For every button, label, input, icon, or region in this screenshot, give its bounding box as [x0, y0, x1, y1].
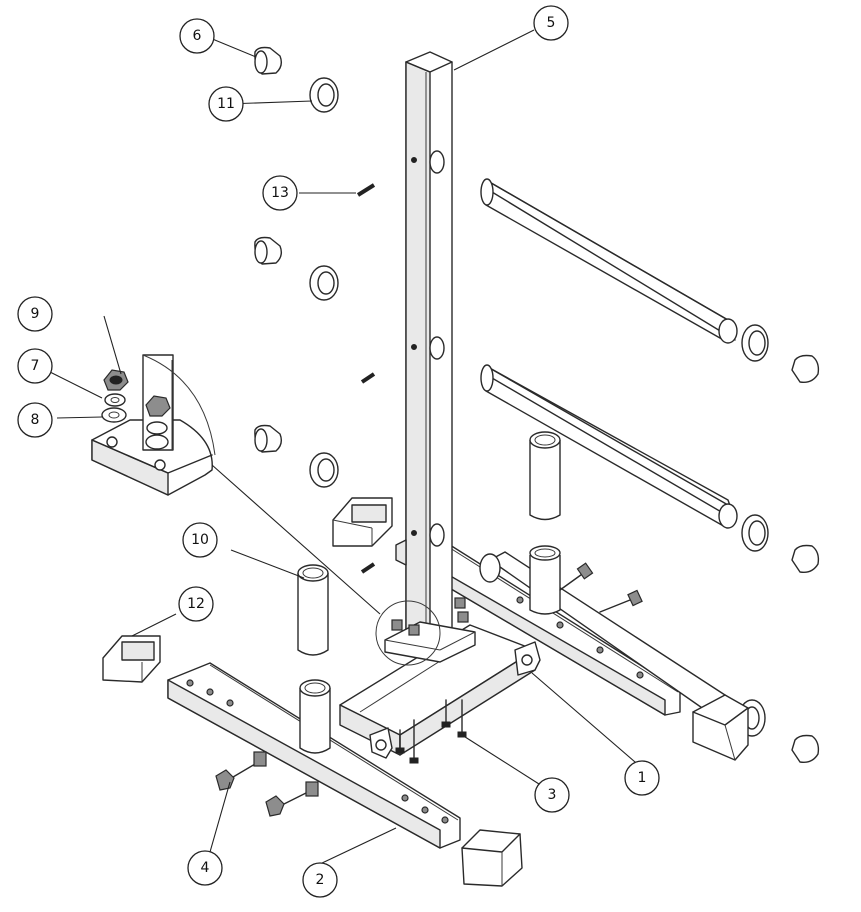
callout-13: 13 — [262, 175, 298, 211]
center-sleeve — [529, 431, 561, 521]
callout-4: 4 — [187, 850, 223, 886]
callout-10: 10 — [182, 522, 218, 558]
callout-12: 12 — [178, 586, 214, 622]
cross-member-1 — [339, 624, 541, 759]
lock-washer-part-7 — [104, 393, 126, 407]
square-end-cap-12 — [102, 635, 161, 683]
svg-text:12: 12 — [187, 596, 205, 612]
callout-2: 2 — [302, 862, 338, 898]
svg-text:2: 2 — [316, 872, 325, 888]
svg-text:4: 4 — [201, 860, 210, 876]
upper-storage-tube — [480, 178, 738, 344]
vertical-post — [395, 51, 453, 651]
pin-left-3 — [360, 562, 376, 574]
callout-1: 1 — [624, 760, 660, 796]
pin-left-2 — [360, 372, 376, 384]
collar-left-2 — [309, 265, 339, 301]
collar-part-11 — [309, 77, 339, 113]
front-foot-cap — [461, 829, 523, 887]
rear-bolts — [559, 562, 643, 613]
callout-7: 7 — [17, 348, 53, 384]
svg-text:1: 1 — [638, 770, 647, 786]
base-plate-nuts — [391, 597, 469, 636]
sleeve-part-10 — [297, 564, 329, 656]
callout-11: 11 — [208, 86, 244, 122]
callout-3: 3 — [534, 777, 570, 813]
square-end-cap-upper — [332, 497, 393, 547]
rear-foot-cap — [692, 694, 749, 761]
end-cap-part-6 — [254, 46, 283, 75]
svg-text:3: 3 — [548, 787, 557, 803]
svg-text:10: 10 — [191, 532, 209, 548]
flat-washer-part-8 — [101, 407, 127, 423]
detail-connector-line — [211, 464, 381, 615]
detail-inset — [91, 354, 216, 496]
front-base-beam-2 — [167, 662, 461, 849]
right-collars — [741, 324, 769, 552]
inset-nut-stack — [145, 395, 171, 450]
svg-text:5: 5 — [547, 15, 556, 31]
rear-sleeve-post — [529, 545, 561, 615]
end-cap-left-2 — [254, 236, 283, 265]
pin-part-13 — [356, 183, 376, 197]
callout-9: 9 — [17, 296, 53, 332]
post-base-plate — [384, 597, 476, 663]
svg-text:11: 11 — [217, 96, 235, 112]
front-sleeve-post — [299, 679, 331, 754]
nut-part-9 — [103, 369, 129, 391]
callout-8: 8 — [17, 402, 53, 438]
svg-text:9: 9 — [31, 306, 40, 322]
svg-text:7: 7 — [31, 358, 40, 374]
svg-text:6: 6 — [193, 28, 202, 44]
detail-circle — [375, 600, 441, 666]
right-end-caps — [791, 354, 820, 764]
collar-left-3 — [309, 452, 339, 488]
middle-storage-tube — [480, 364, 738, 529]
callout-leaders — [37, 29, 643, 865]
end-cap-left-3 — [254, 424, 283, 453]
svg-text:13: 13 — [271, 185, 289, 201]
svg-text:8: 8 — [31, 412, 40, 428]
callout-6: 6 — [179, 18, 215, 54]
long-bolts-3 — [395, 699, 467, 764]
callout-5: 5 — [533, 5, 569, 41]
